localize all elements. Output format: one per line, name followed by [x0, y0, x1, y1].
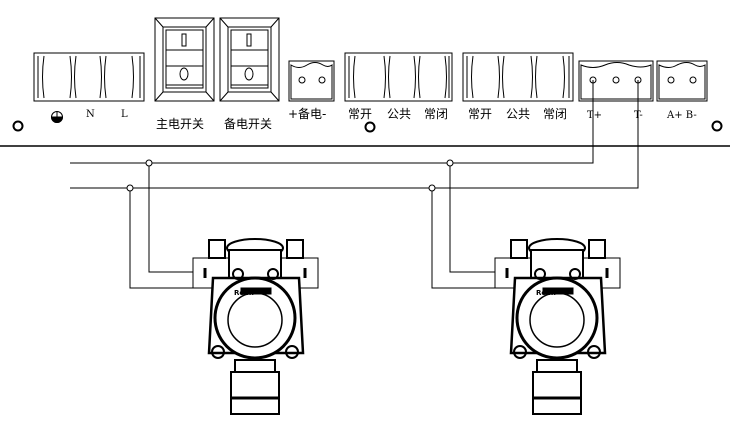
signal-plus-label: T+ [587, 110, 602, 121]
screw-hole-icon [364, 121, 376, 133]
signal-connector [578, 60, 654, 102]
terminal-label-l: L [121, 109, 128, 120]
detector-logo: Rean [536, 289, 556, 297]
detector-logo: Rean [234, 289, 254, 297]
relay2-com-label: 公共 [506, 107, 530, 121]
signal-wiring [70, 80, 639, 289]
power-terminal-block [33, 52, 145, 102]
screw-hole-icon [12, 120, 24, 132]
backup-switch-label: 备电开关 [224, 117, 272, 131]
ground-icon [50, 111, 64, 123]
signal-minus-label: T- [634, 110, 643, 121]
relay1-terminal-block [344, 52, 453, 102]
backup-power-connector [288, 60, 335, 102]
main-switch-label: 主电开关 [156, 117, 204, 131]
backup-power-label: +备电- [288, 107, 326, 121]
rs485-connector [656, 60, 708, 102]
relay1-com-label: 公共 [387, 107, 411, 121]
relay1-no-label: 常开 [348, 107, 372, 121]
relay1-nc-label: 常闭 [424, 107, 448, 121]
relay2-nc-label: 常闭 [543, 107, 567, 121]
terminal-label-n: N [86, 109, 95, 120]
screw-hole-icon [711, 120, 723, 132]
relay2-no-label: 常开 [468, 107, 492, 121]
gas-detector [192, 238, 319, 415]
relay2-terminal-block [462, 52, 574, 102]
backup-power-switch[interactable] [219, 17, 280, 102]
main-power-switch[interactable] [154, 17, 215, 102]
rs485-label: A+ B- [666, 110, 697, 121]
gas-detector [494, 238, 621, 415]
